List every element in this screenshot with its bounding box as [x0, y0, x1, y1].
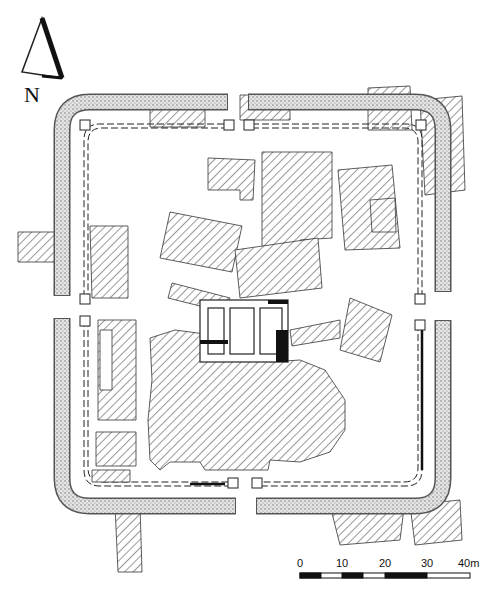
north-arrow [22, 18, 62, 78]
excavated-wall [190, 483, 225, 486]
north-letter: N [24, 84, 40, 106]
scale-number: 40m [458, 558, 479, 569]
fort-wall [84, 124, 422, 486]
gate-tower [80, 120, 426, 488]
excavated-wall [421, 330, 424, 470]
building-hatch [90, 152, 400, 482]
rampart-bank [62, 102, 443, 506]
scale-number: 10 [336, 558, 348, 569]
building-hatch [18, 86, 465, 572]
excavated-wall [200, 300, 288, 362]
scale-number: 20 [379, 558, 391, 569]
scale-number: 30 [421, 558, 433, 569]
scale-number: 0 [297, 558, 303, 569]
foundation-wall [200, 300, 288, 362]
scale-bar [300, 573, 470, 578]
